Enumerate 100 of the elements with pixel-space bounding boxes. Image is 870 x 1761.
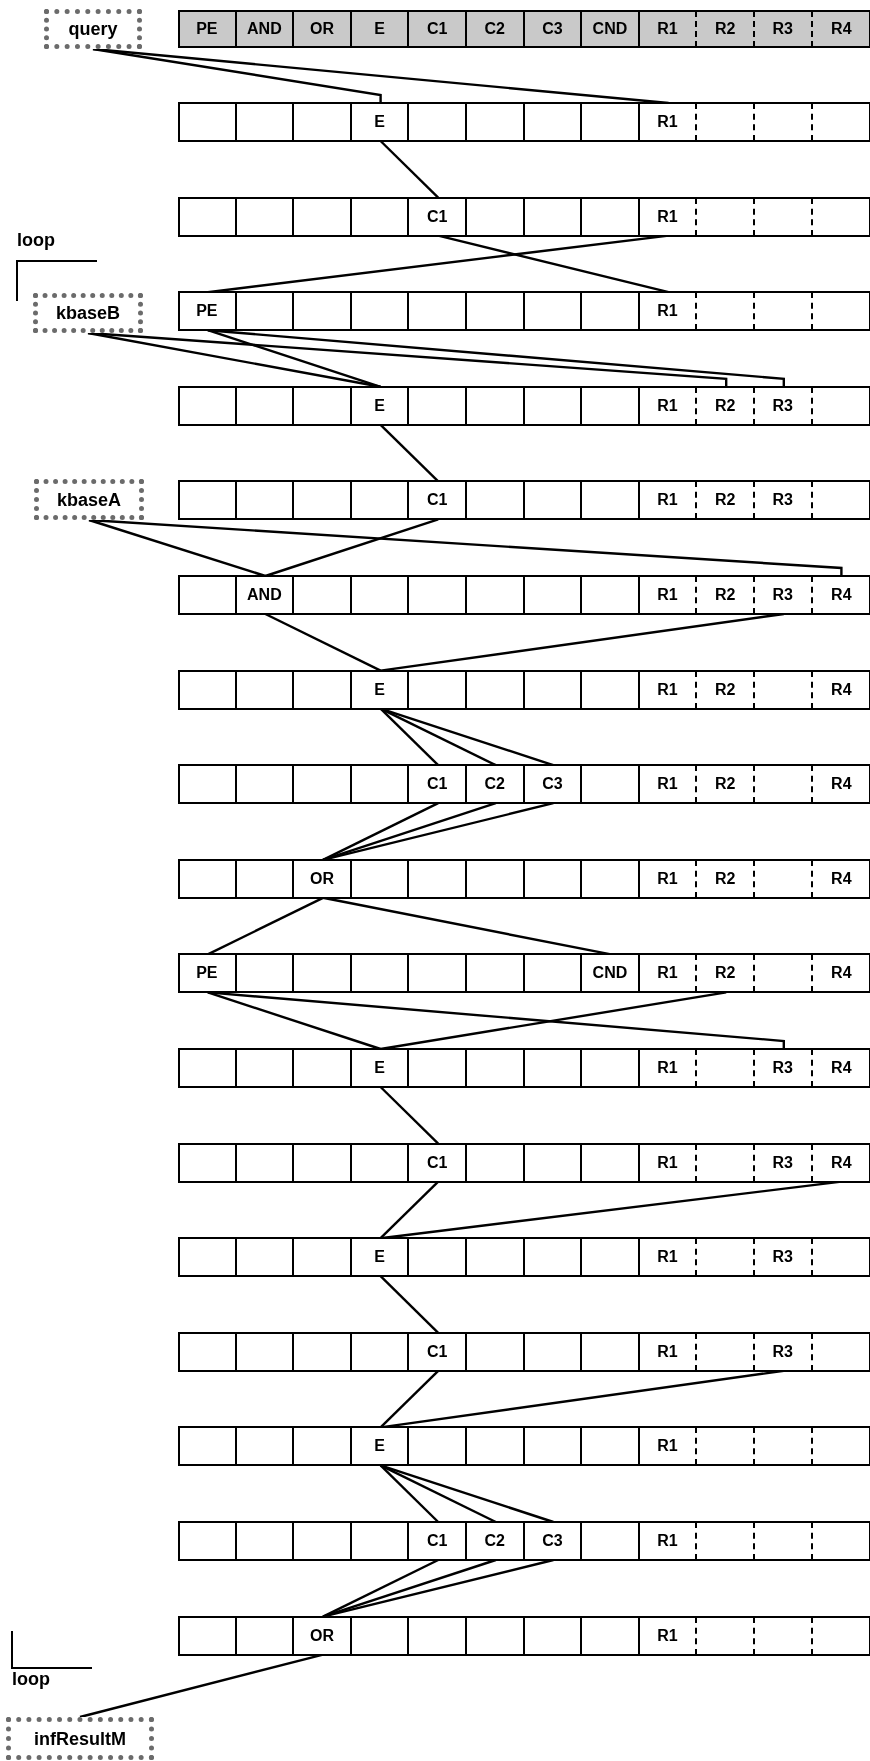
- grid-cell: R3: [754, 386, 813, 425]
- connector-line: [88, 518, 843, 576]
- grid-cell: R1: [639, 859, 698, 898]
- connector-line: [322, 802, 554, 861]
- grid-cell: R1: [639, 197, 698, 236]
- header-cell: AND: [236, 11, 295, 47]
- grid-cell: R1: [639, 481, 698, 520]
- connector-line: [379, 1275, 440, 1334]
- connector-line: [322, 1558, 554, 1618]
- grid-cell: E: [351, 386, 410, 425]
- grid-cell: C2: [466, 765, 525, 804]
- header-row: [179, 11, 870, 47]
- grid-cell: C3: [524, 1522, 583, 1560]
- grid-cell: R3: [754, 1049, 813, 1087]
- connector-line: [379, 140, 440, 199]
- grid-cell: CND: [582, 954, 640, 993]
- grid-cell: PE: [179, 954, 237, 993]
- grid-cell: C1: [409, 481, 467, 520]
- grid-cell: R1: [639, 292, 698, 331]
- grid-cell: R3: [754, 576, 813, 614]
- connector-line: [379, 1086, 440, 1145]
- cell-row: [179, 292, 870, 331]
- header-cell: C1: [409, 11, 467, 47]
- grid-cell: R1: [639, 1616, 698, 1655]
- loop-label: loop: [12, 1670, 50, 1688]
- loop-label: loop: [17, 231, 55, 249]
- connector-line: [265, 518, 439, 578]
- connector-line: [379, 423, 440, 483]
- grid-cell: R1: [639, 765, 698, 804]
- grid-cell: R3: [754, 481, 813, 520]
- connector-line: [379, 1180, 440, 1240]
- connector-line: [207, 896, 324, 956]
- grid-cell: AND: [236, 576, 295, 614]
- grid-cell: R4: [812, 670, 870, 709]
- cell-row: [179, 481, 870, 520]
- grid-cell: R1: [639, 386, 698, 425]
- grid-cell: R2: [697, 765, 755, 804]
- grid-cell: E: [351, 1049, 410, 1087]
- grid-cell: R1: [639, 103, 698, 141]
- cell-row: [179, 859, 870, 898]
- header-cell: OR: [294, 11, 352, 47]
- connector-line: [207, 329, 381, 388]
- header-cell: R2: [697, 11, 755, 47]
- grid-cell: R1: [639, 1522, 698, 1560]
- grid-cell: C1: [409, 1522, 467, 1560]
- cell-row: [179, 1049, 870, 1087]
- connector-line: [88, 518, 266, 578]
- grid-cell: R2: [697, 481, 755, 520]
- cell-row: [179, 1427, 870, 1466]
- grid-cell: R1: [639, 1238, 698, 1277]
- data-box: kbaseB: [33, 293, 143, 333]
- header-cell: CND: [582, 11, 640, 47]
- connector-line: [92, 47, 382, 103]
- grid-cell: R3: [754, 1143, 813, 1182]
- connector-line: [380, 612, 784, 672]
- grid-cell: R3: [754, 1238, 813, 1277]
- grid-cell: R2: [697, 859, 755, 898]
- connector-line: [207, 991, 785, 1049]
- header-cell: R4: [812, 11, 870, 47]
- cell-row: [179, 1143, 870, 1182]
- grid-cell: R1: [639, 954, 698, 993]
- connector-line: [264, 612, 382, 672]
- data-box: kbaseA: [34, 479, 144, 520]
- header-cell: E: [351, 11, 410, 47]
- grid-cell: R4: [812, 954, 870, 993]
- data-box: query: [44, 9, 142, 49]
- cell-row: [179, 954, 870, 993]
- connector-line: [380, 1464, 497, 1524]
- cell-row: [179, 1522, 870, 1560]
- cell-row: [179, 576, 870, 614]
- grid-cell: R2: [697, 386, 755, 425]
- grid-cell: OR: [294, 1616, 352, 1655]
- grid-cell: C1: [409, 1332, 467, 1371]
- connector-line: [380, 1464, 554, 1524]
- cell-row: [179, 670, 870, 709]
- grid-cell: R1: [639, 576, 698, 614]
- cell-row: [179, 103, 870, 141]
- grid-cell: R1: [639, 1049, 698, 1087]
- grid-cell: R4: [812, 1143, 870, 1182]
- connector-line: [379, 1464, 440, 1523]
- data-box: infResultM: [6, 1717, 154, 1760]
- grid-cell: OR: [294, 859, 352, 898]
- connector-line: [92, 47, 669, 105]
- header-cell: R3: [754, 11, 813, 47]
- grid-cell: E: [351, 103, 410, 141]
- header-cell: C2: [466, 11, 525, 47]
- connector-line: [379, 1369, 440, 1429]
- grid-cell: C1: [409, 1143, 467, 1182]
- grid-cell: R1: [639, 1332, 698, 1371]
- connector-line: [87, 331, 728, 387]
- grid-cell: R1: [639, 670, 698, 709]
- connector-line: [322, 802, 439, 861]
- connector-line: [380, 707, 497, 767]
- connector-line: [322, 1558, 439, 1618]
- header-cell: C3: [524, 11, 583, 47]
- grid-cell: R2: [697, 576, 755, 614]
- header-cell: R1: [639, 11, 698, 47]
- grid-cell: R2: [697, 670, 755, 709]
- grid-cell: R1: [639, 1143, 698, 1182]
- grid-cell: C1: [409, 197, 467, 236]
